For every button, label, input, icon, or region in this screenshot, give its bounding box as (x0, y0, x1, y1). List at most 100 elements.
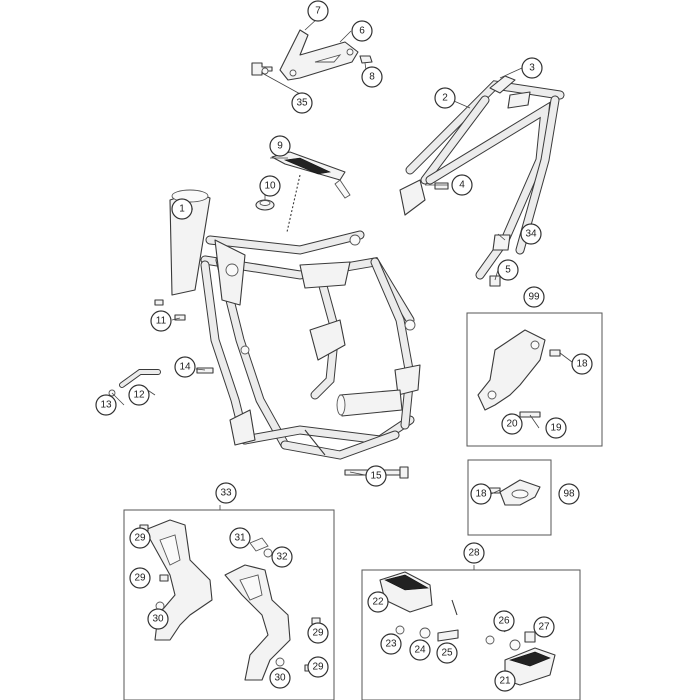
callout-29-top[interactable]: 29 (129, 527, 151, 549)
callout-15[interactable]: 15 (365, 465, 387, 487)
callout-24[interactable]: 24 (409, 639, 431, 661)
screw-19 (519, 411, 541, 418)
callout-18-holder[interactable]: 18 (571, 353, 593, 375)
cable-guide (271, 151, 351, 233)
callout-28[interactable]: 28 (463, 542, 485, 564)
svg-text:14: 14 (179, 362, 191, 373)
callout-29-bottom[interactable]: 29 (307, 656, 329, 678)
callout-31[interactable]: 31 (229, 527, 251, 549)
svg-text:24: 24 (414, 645, 426, 656)
callout-29-right[interactable]: 29 (307, 622, 329, 644)
callout-27[interactable]: 27 (533, 616, 555, 638)
callout-25[interactable]: 25 (436, 642, 458, 664)
callout-99[interactable]: 99 (523, 286, 545, 308)
callout-18-stand[interactable]: 18 (470, 483, 492, 505)
svg-text:34: 34 (525, 229, 537, 240)
frame-protector-left (144, 519, 213, 641)
callout-34[interactable]: 34 (520, 223, 542, 245)
callout-22[interactable]: 22 (367, 591, 389, 613)
svg-text:32: 32 (276, 552, 288, 563)
callout-3[interactable]: 3 (521, 57, 543, 79)
subframe (399, 75, 565, 280)
svg-text:33: 33 (220, 488, 232, 499)
callout-33[interactable]: 33 (215, 482, 237, 504)
callout-4[interactable]: 4 (451, 174, 473, 196)
callout-11[interactable]: 11 (150, 310, 172, 332)
svg-text:7: 7 (315, 6, 321, 17)
svg-text:19: 19 (550, 423, 562, 434)
svg-text:10: 10 (264, 181, 276, 192)
callout-6[interactable]: 6 (351, 20, 373, 42)
callout-32[interactable]: 32 (271, 546, 293, 568)
svg-text:21: 21 (499, 676, 511, 687)
callout-35[interactable]: 35 (291, 92, 313, 114)
callout-12[interactable]: 12 (128, 384, 150, 406)
group-box-98 (467, 459, 552, 536)
callout-1[interactable]: 1 (171, 198, 193, 220)
frame-protector-right (224, 564, 291, 681)
svg-text:4: 4 (459, 180, 465, 191)
callout-26[interactable]: 26 (493, 610, 515, 632)
group-box-99 (466, 312, 603, 447)
hose-12 (119, 369, 161, 388)
svg-text:30: 30 (274, 673, 286, 684)
svg-text:29: 29 (134, 573, 146, 584)
svg-text:15: 15 (370, 471, 382, 482)
nut-8 (359, 55, 373, 64)
screw-4 (434, 182, 449, 190)
callout-30-right[interactable]: 30 (269, 667, 291, 689)
svg-text:18: 18 (576, 359, 588, 370)
callout-21[interactable]: 21 (494, 670, 516, 692)
screw-18 (549, 349, 561, 357)
svg-text:12: 12 (133, 390, 145, 401)
svg-text:30: 30 (152, 614, 164, 625)
leader-lines (111, 17, 573, 570)
callout-2[interactable]: 2 (434, 87, 456, 109)
svg-text:11: 11 (156, 316, 167, 327)
bolt-35 (251, 62, 273, 76)
callout-23[interactable]: 23 (380, 633, 402, 655)
svg-text:5: 5 (505, 265, 511, 276)
callout-5[interactable]: 5 (497, 259, 519, 281)
frame (169, 189, 421, 460)
bolt-14 (196, 367, 214, 374)
svg-text:1: 1 (179, 204, 185, 215)
group-box-28 (361, 569, 581, 700)
callout-98[interactable]: 98 (558, 483, 580, 505)
svg-text:3: 3 (529, 63, 535, 74)
svg-text:29: 29 (134, 533, 146, 544)
callout-8[interactable]: 8 (361, 66, 383, 88)
cap-10 (255, 199, 275, 211)
callout-10[interactable]: 10 (259, 175, 281, 197)
svg-text:9: 9 (277, 141, 283, 152)
svg-text:20: 20 (506, 419, 518, 430)
clip-31 (249, 537, 269, 552)
svg-text:27: 27 (538, 622, 550, 633)
callout-30-left[interactable]: 30 (147, 608, 169, 630)
callout-9[interactable]: 9 (269, 135, 291, 157)
side-stand-holder (477, 329, 546, 411)
washer-32 (263, 548, 273, 558)
svg-text:8: 8 (369, 72, 375, 83)
svg-text:23: 23 (385, 639, 397, 650)
svg-text:35: 35 (296, 98, 308, 109)
callout-13[interactable]: 13 (95, 394, 117, 416)
callout-19[interactable]: 19 (545, 417, 567, 439)
svg-text:18: 18 (475, 489, 487, 500)
svg-text:99: 99 (528, 292, 540, 303)
engine-mount-bracket (279, 29, 359, 81)
svg-text:13: 13 (100, 400, 112, 411)
callout-7[interactable]: 7 (307, 0, 329, 22)
callout-29-mid[interactable]: 29 (129, 567, 151, 589)
svg-text:31: 31 (234, 533, 246, 544)
callout-14[interactable]: 14 (174, 356, 196, 378)
svg-text:26: 26 (498, 616, 510, 627)
callout-20[interactable]: 20 (501, 413, 523, 435)
svg-text:6: 6 (359, 26, 365, 37)
svg-text:25: 25 (441, 648, 453, 659)
group-box-33 (123, 509, 335, 700)
svg-text:98: 98 (563, 489, 575, 500)
svg-text:28: 28 (468, 548, 480, 559)
svg-text:29: 29 (312, 662, 324, 673)
